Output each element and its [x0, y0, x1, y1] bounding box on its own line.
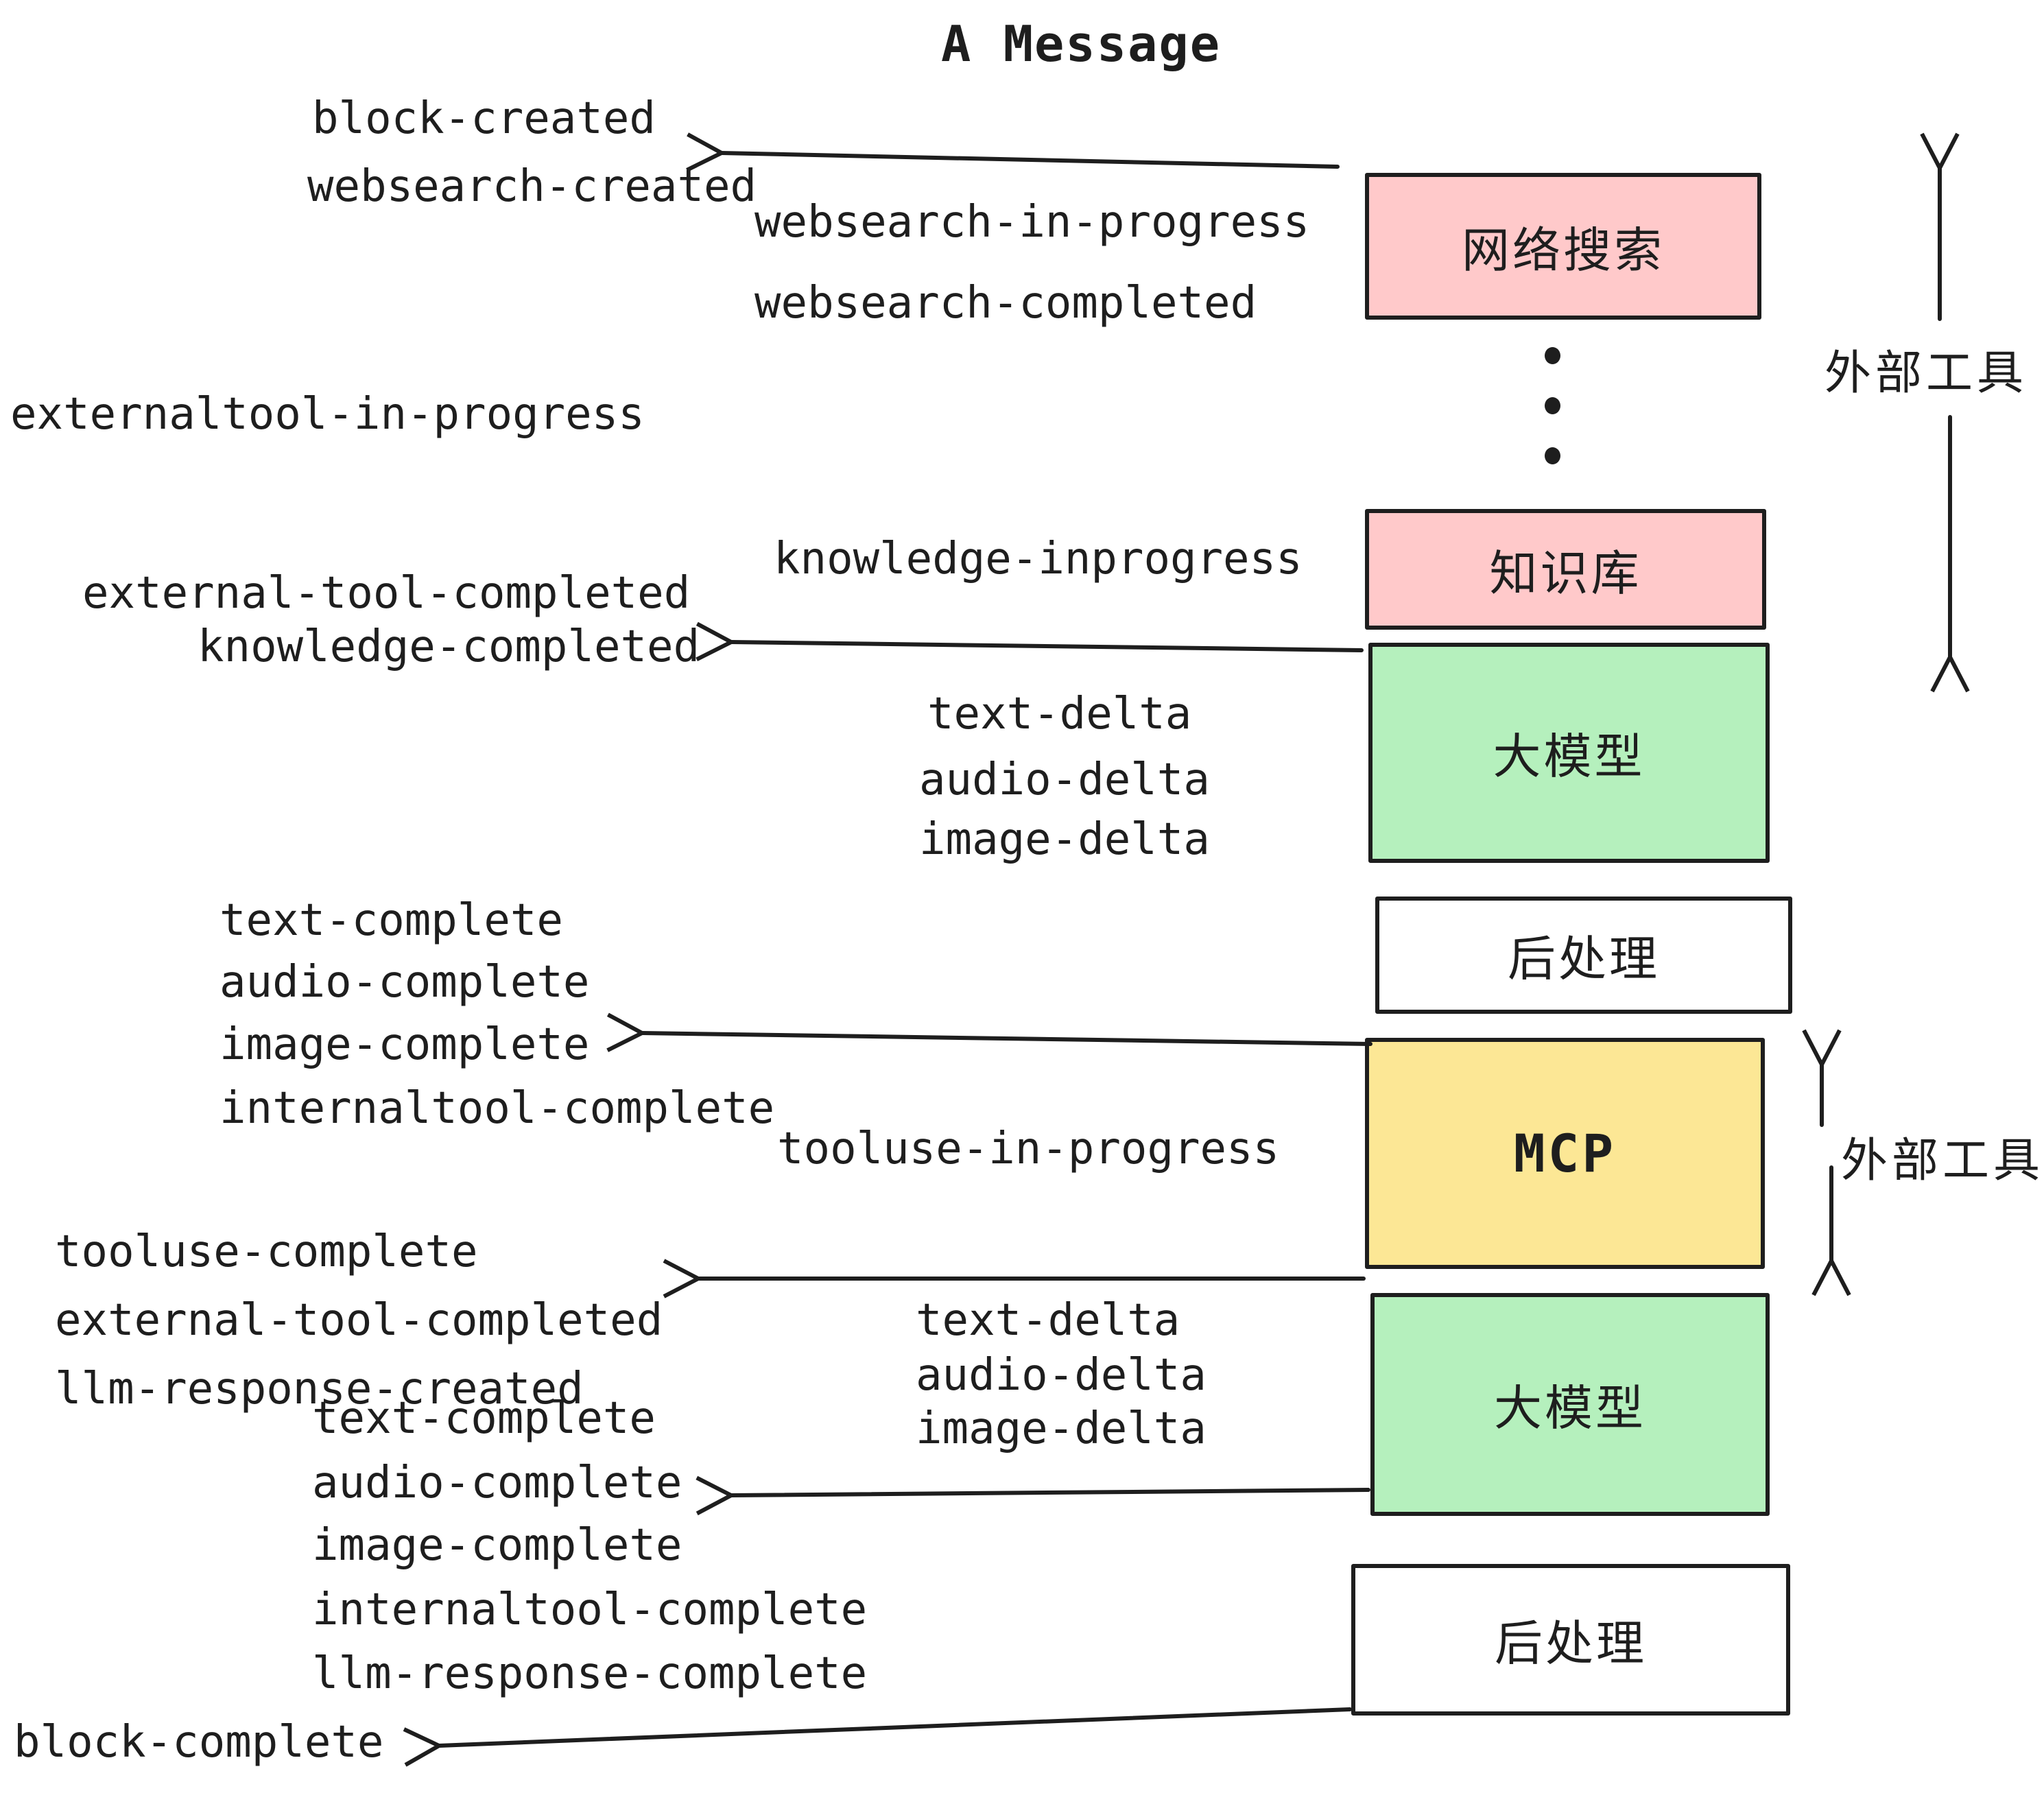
event-label-websearch-created: websearch-created: [307, 161, 757, 212]
event-label-image-complete-2: image-complete: [312, 1520, 682, 1571]
event-label-llm-response-created: llm-response-created: [55, 1364, 584, 1414]
diagram-title: A Message: [941, 15, 1222, 73]
event-label-audio-complete-2: audio-complete: [312, 1458, 682, 1508]
box-websearch-label: 网络搜索: [1462, 222, 1665, 278]
box-llm-1-label: 大模型: [1493, 728, 1645, 785]
box-post-2: 后处理: [1351, 1564, 1790, 1716]
box-llm-2-label: 大模型: [1494, 1380, 1646, 1436]
box-llm-2: 大模型: [1370, 1293, 1770, 1516]
dot: [1545, 447, 1560, 464]
arrow-websearch-to-block-created: [686, 132, 1340, 172]
dot: [1545, 397, 1560, 414]
event-label-tooluse-in-progress: tooluse-in-progress: [777, 1124, 1280, 1174]
box-knowledge: 知识库: [1365, 509, 1766, 630]
arrow-post2-to-block-complete: [403, 1707, 1352, 1767]
event-label-internaltool-complete-1: internaltool-complete: [219, 1083, 775, 1134]
box-post-2-label: 后处理: [1495, 1615, 1647, 1672]
event-label-block-created: block-created: [312, 93, 656, 144]
dot: [1545, 347, 1560, 364]
event-label-image-delta-1: image-delta: [919, 814, 1210, 865]
side-label-external-tools-1: 外部工具: [1825, 346, 2028, 401]
box-post-1-label: 后处理: [1508, 931, 1660, 987]
event-label-knowledge-inprogress: knowledge-inprogress: [774, 534, 1303, 584]
ellipsis-dots: [1545, 347, 1560, 464]
event-label-block-complete: block-complete: [14, 1717, 384, 1768]
event-label-text-delta-1: text-delta: [927, 689, 1192, 739]
event-label-external-tool-completed: external-tool-completed: [82, 568, 691, 619]
event-label-audio-delta-2: audio-delta: [916, 1350, 1207, 1401]
box-llm-1: 大模型: [1368, 643, 1770, 863]
arrow-llm2-to-audio-complete: [696, 1475, 1370, 1516]
event-label-external-tool-completed-2: external-tool-completed: [55, 1295, 663, 1346]
event-label-image-delta-2: image-delta: [916, 1403, 1207, 1454]
arrow-llm1-to-image-complete: [606, 1012, 1372, 1052]
event-label-image-complete-1: image-complete: [219, 1019, 590, 1070]
box-knowledge-label: 知识库: [1489, 545, 1642, 602]
box-mcp-label: MCP: [1513, 1123, 1617, 1184]
event-label-text-complete-2: text-complete: [312, 1393, 656, 1444]
event-label-websearch-in-progress: websearch-in-progress: [754, 197, 1310, 248]
arrow-knowledge-to-knowledge-completed: [696, 621, 1364, 662]
event-label-tooluse-complete: tooluse-complete: [55, 1226, 478, 1277]
event-label-llm-response-complete: llm-response-complete: [312, 1648, 868, 1699]
event-label-websearch-completed: websearch-completed: [754, 278, 1257, 329]
side-label-external-tools-2: 外部工具: [1841, 1134, 2044, 1188]
event-label-internaltool-complete-2: internaltool-complete: [312, 1585, 868, 1635]
event-label-audio-delta-1: audio-delta: [919, 755, 1210, 805]
box-mcp: MCP: [1365, 1038, 1765, 1269]
box-websearch: 网络搜索: [1365, 173, 1761, 320]
event-label-text-complete-1: text-complete: [219, 895, 563, 946]
event-label-externaltool-in-progress: externaltool-in-progress: [10, 389, 645, 440]
event-label-knowledge-completed: knowledge-completed: [198, 621, 700, 672]
event-label-text-delta-2: text-delta: [916, 1295, 1180, 1346]
event-label-audio-complete-1: audio-complete: [219, 957, 590, 1008]
box-post-1: 后处理: [1375, 897, 1792, 1014]
